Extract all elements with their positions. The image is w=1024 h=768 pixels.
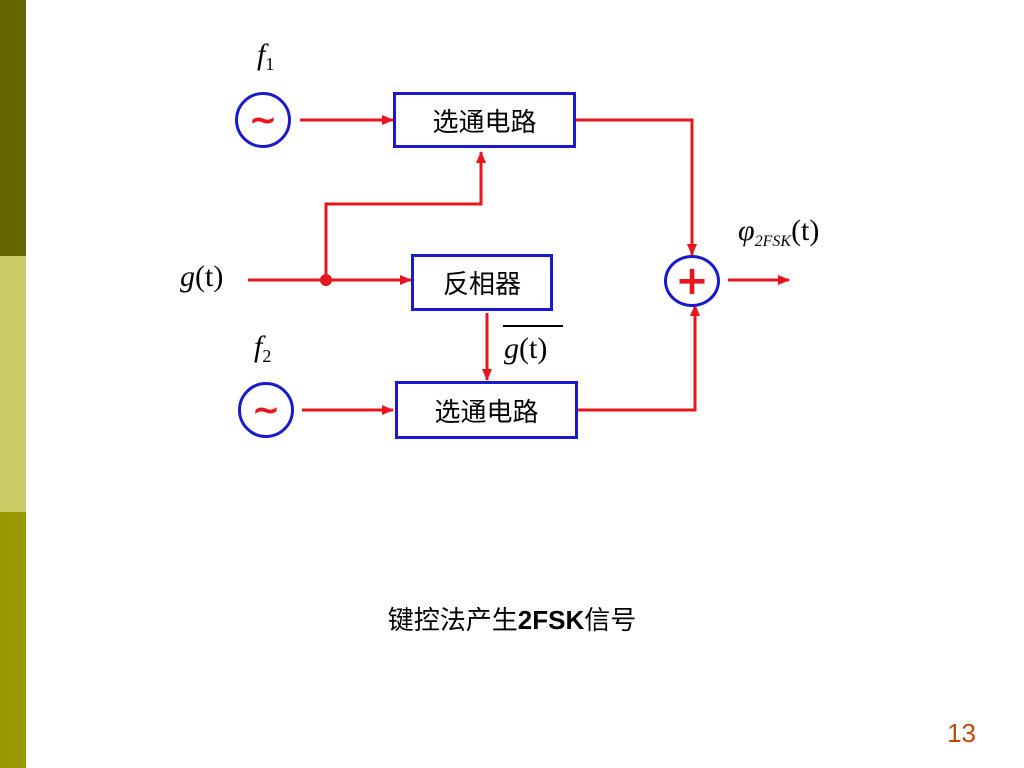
junction-dot bbox=[320, 274, 332, 286]
plus-icon: + bbox=[675, 258, 709, 304]
label-inverted-g: g(t) bbox=[504, 332, 548, 365]
tilde-icon: ~ bbox=[251, 390, 281, 430]
label-input-g: g(t) bbox=[180, 260, 224, 293]
gate-circuit-top: 选通电路 bbox=[393, 92, 576, 148]
wire-top-gate-to-adder bbox=[576, 118, 697, 256]
gate-top-label: 选通电路 bbox=[432, 107, 537, 138]
gate-circuit-bottom: 选通电路 bbox=[395, 381, 578, 439]
label-f2: f2 bbox=[254, 330, 272, 366]
sidebar-segment-bottom bbox=[0, 512, 26, 768]
gate-bottom-label: 选通电路 bbox=[434, 397, 539, 428]
label-f1: f1 bbox=[257, 38, 275, 74]
sidebar-segment-top bbox=[0, 0, 26, 256]
wire-input-to-top-gate bbox=[324, 151, 486, 280]
inverter-box: 反相器 bbox=[411, 254, 553, 311]
sidebar-segment-middle bbox=[0, 256, 26, 512]
oscillator-f1: ~ bbox=[235, 92, 291, 148]
tilde-icon: ~ bbox=[248, 100, 278, 140]
label-output-phi: φ2FSK(t) bbox=[738, 214, 820, 250]
caption: 键控法产生2FSK信号 bbox=[387, 605, 637, 636]
oscillator-f2: ~ bbox=[238, 382, 294, 438]
adder-circle: + bbox=[664, 255, 720, 307]
wire-bottom-gate-to-adder bbox=[578, 304, 700, 412]
inverter-label: 反相器 bbox=[442, 270, 521, 300]
page-number: 13 bbox=[947, 718, 976, 748]
